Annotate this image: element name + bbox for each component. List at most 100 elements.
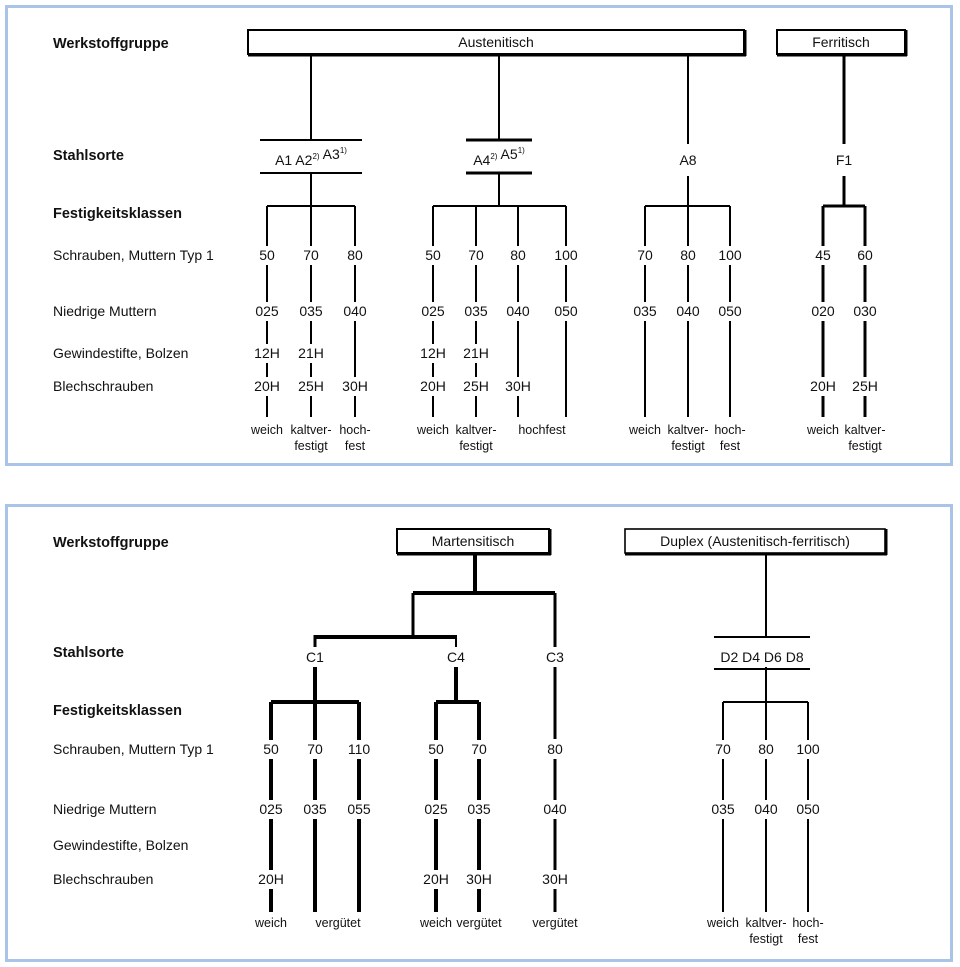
footnote-marker: 2) [490,152,497,161]
class-value-schrauben: 80 [680,247,696,263]
class-value-schrauben: 70 [471,741,487,757]
sorte-c3: C3 [546,649,564,665]
class-caption: weich [254,916,287,930]
class-value-schrauben: 70 [637,247,653,263]
class-value-niedrige: 030 [853,303,877,319]
class-caption: vergütet [532,916,578,930]
sorte-a4-a5: A42) A51) [473,146,525,168]
class-value-blech: 20H [258,871,284,887]
class-value-schrauben: 100 [718,247,742,263]
class-value-niedrige: 025 [255,303,279,319]
row-label-festigkeitsklassen: Festigkeitsklassen [53,703,182,719]
class-value-niedrige: 025 [259,801,283,817]
sorte-code: D8 [782,649,804,665]
class-caption: kaltver- [456,423,497,437]
class-value-niedrige: 040 [676,303,700,319]
class-value-niedrige: 025 [424,801,448,817]
class-value-gewinde: 12H [254,345,280,361]
class-value-schrauben: 60 [857,247,873,263]
class-value-niedrige: 035 [299,303,323,319]
class-caption: hoch- [792,916,823,930]
sorte-code: A4 [473,152,490,168]
class-caption: kaltver- [845,423,886,437]
sorte-code: A3 [320,146,340,162]
class-value-schrauben: 80 [547,741,563,757]
class-caption: festigt [459,439,493,453]
row-label-niedrige-muttern: Niedrige Muttern [53,303,157,319]
class-value-blech: 20H [420,378,446,394]
class-value-niedrige: 020 [811,303,835,319]
sorte-code: A5 [497,146,517,162]
row-label-gewindestifte: Gewindestifte, Bolzen [53,345,188,361]
class-value-blech: 25H [463,378,489,394]
class-caption: weich [628,423,661,437]
class-value-schrauben: 70 [307,741,323,757]
class-value-schrauben: 50 [259,247,275,263]
row-label-stahlsorte: Stahlsorte [53,148,124,164]
footnote-marker: 2) [312,152,319,161]
class-value-blech: 30H [466,871,492,887]
class-value-schrauben: 70 [468,247,484,263]
sorte-code: D6 [760,649,782,665]
sorte-c1: C1 [306,649,324,665]
class-value-niedrige: 050 [554,303,578,319]
class-value-schrauben: 80 [510,247,526,263]
class-caption: weich [416,423,449,437]
class-caption: kaltver- [291,423,332,437]
class-caption: weich [250,423,283,437]
footnote-marker: 1) [340,146,347,155]
class-value-schrauben: 50 [428,741,444,757]
class-value-schrauben: 80 [758,741,774,757]
footnote-marker: 1) [518,146,525,155]
group-duplex-box [624,528,886,554]
row-label-blechschrauben: Blechschrauben [53,871,153,887]
class-caption: fest [798,932,819,946]
class-value-niedrige: 025 [421,303,445,319]
class-caption: weich [419,916,452,930]
sorte-f1: F1 [836,152,853,168]
class-value-schrauben: 70 [303,247,319,263]
class-value-niedrige: 050 [718,303,742,319]
class-caption: festigt [749,932,783,946]
class-value-niedrige: 035 [303,801,327,817]
class-caption: weich [706,916,739,930]
sorte-d2-d4-d6-d8: D2 D4 D6 D8 [720,649,804,665]
row-label-schrauben: Schrauben, Muttern Typ 1 [53,247,214,263]
class-value-blech: 25H [852,378,878,394]
sorte-code: C1 [306,649,324,665]
class-value-niedrige: 035 [633,303,657,319]
class-value-niedrige: 040 [506,303,530,319]
sorte-code: C3 [546,649,564,665]
class-value-blech: 30H [342,378,368,394]
row-label-festigkeitsklassen: Festigkeitsklassen [53,206,182,222]
sorte-a8: A8 [679,152,696,168]
class-caption: fest [720,439,741,453]
row-label-niedrige-muttern: Niedrige Muttern [53,801,157,817]
class-value-niedrige: 040 [343,303,367,319]
class-value-niedrige: 035 [467,801,491,817]
group-duplex-label: Duplex (Austenitisch-ferritisch) [660,533,850,549]
class-value-niedrige: 035 [711,801,735,817]
sorte-code: D2 [720,649,738,665]
class-value-schrauben: 100 [554,247,578,263]
class-value-schrauben: 110 [348,741,371,757]
class-caption: hoch- [339,423,370,437]
class-value-blech: 20H [423,871,449,887]
class-caption-verguetet: vergütet [315,916,361,930]
class-value-schrauben: 80 [347,247,363,263]
group-martensitisch-label: Martensitisch [432,533,514,549]
class-value-blech: 20H [254,378,280,394]
class-value-schrauben: 45 [815,247,831,263]
class-value-blech: 20H [810,378,836,394]
group-austenitisch-label: Austenitisch [458,34,533,50]
class-caption: fest [345,439,366,453]
class-caption: kaltver- [746,916,787,930]
class-value-gewinde: 21H [463,345,489,361]
sorte-code: A2 [292,152,312,168]
row-label-werkstoffgruppe: Werkstoffgruppe [53,535,169,551]
row-label-werkstoffgruppe: Werkstoffgruppe [53,36,169,52]
class-caption-hochfest: hochfest [518,423,566,437]
row-label-blechschrauben: Blechschrauben [53,378,153,394]
